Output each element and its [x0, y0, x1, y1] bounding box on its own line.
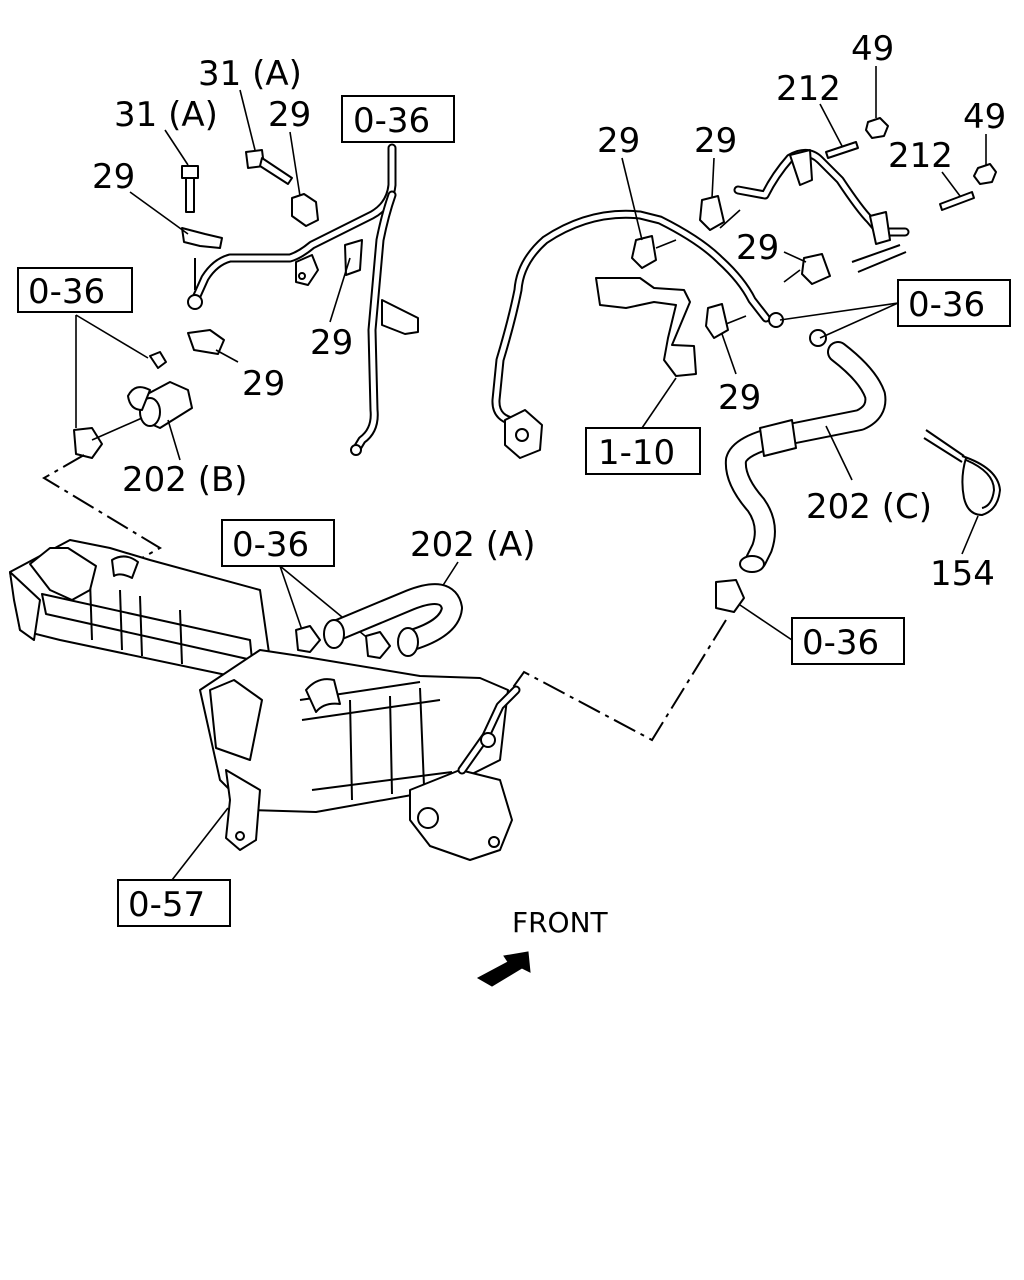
hose-202b-part [73, 351, 193, 459]
clip-29-right-b-part [699, 195, 725, 231]
bracket-110-part [595, 277, 697, 377]
front-label: FRONT [512, 906, 609, 939]
label-202b: 202 (B) [122, 460, 248, 500]
clip-29-left-lower-part [187, 329, 225, 355]
hose-202c-part [724, 329, 887, 573]
label-29-left: 29 [92, 157, 135, 197]
front-indicator: FRONT [476, 906, 609, 987]
clip-29-right-d-part [705, 303, 729, 339]
label-057: 0-57 [128, 885, 205, 925]
ref-box-036-lower-right [791, 617, 905, 665]
label-29-right-d: 29 [718, 378, 761, 418]
label-29-right-c: 29 [736, 228, 779, 268]
egr-cooler-assembly [9, 539, 521, 861]
clip-29-left-part [181, 227, 223, 249]
label-212-right: 212 [888, 136, 953, 176]
label-49-top: 49 [851, 29, 894, 69]
label-036-right: 0-36 [908, 285, 985, 325]
bolt-31a-upper-part [245, 149, 293, 185]
hose-202a-part [295, 583, 463, 659]
stud-212-right-part [939, 191, 975, 211]
label-036-left: 0-36 [28, 272, 105, 312]
label-036-top: 0-36 [353, 101, 430, 141]
ref-box-036-top [341, 95, 455, 143]
ref-box-110 [585, 427, 701, 475]
right-pipe-assembly [491, 117, 1002, 573]
ref-box-057 [117, 879, 231, 927]
label-29-right-a: 29 [597, 121, 640, 161]
callouts-center: 0-36 202 (A) 0-36 [221, 519, 905, 665]
callouts-top-right: 49 212 49 212 29 29 29 0-36 29 1-10 202 … [585, 29, 1011, 594]
left-pipe-assembly [181, 143, 419, 456]
label-212-top: 212 [776, 69, 841, 109]
label-110: 1-10 [598, 433, 675, 473]
front-arrow-icon [476, 951, 531, 987]
label-29-top: 29 [268, 95, 311, 135]
label-29-right-b: 29 [694, 121, 737, 161]
bolt-31a-left-part [181, 165, 199, 213]
nut-49-top-part [865, 117, 889, 139]
label-036-lower-right: 0-36 [802, 623, 879, 663]
label-29-left-lower: 29 [242, 364, 285, 404]
ref-box-036-center [221, 519, 335, 567]
nut-49-right-part [973, 163, 997, 185]
label-202c: 202 (C) [806, 487, 932, 527]
band-154-part [923, 429, 1002, 517]
label-31a-upper: 31 (A) [198, 54, 302, 94]
label-29-mid-pipe: 29 [310, 323, 353, 363]
clip-29-right-a-part [631, 235, 657, 269]
ref-box-036-left [17, 267, 133, 313]
label-202a: 202 (A) [410, 525, 536, 565]
callout-057: 0-57 [117, 807, 231, 927]
label-49-right: 49 [963, 97, 1006, 137]
stud-212-top-part [825, 141, 859, 159]
clip-29-top-part [291, 193, 319, 227]
label-154: 154 [930, 554, 995, 594]
callouts-top-left: 31 (A) 31 (A) 29 29 0-36 29 0-36 29 202 … [17, 54, 455, 500]
label-31a-left: 31 (A) [114, 95, 218, 135]
label-036-center: 0-36 [232, 525, 309, 565]
clip-29-right-c-part [801, 253, 831, 285]
